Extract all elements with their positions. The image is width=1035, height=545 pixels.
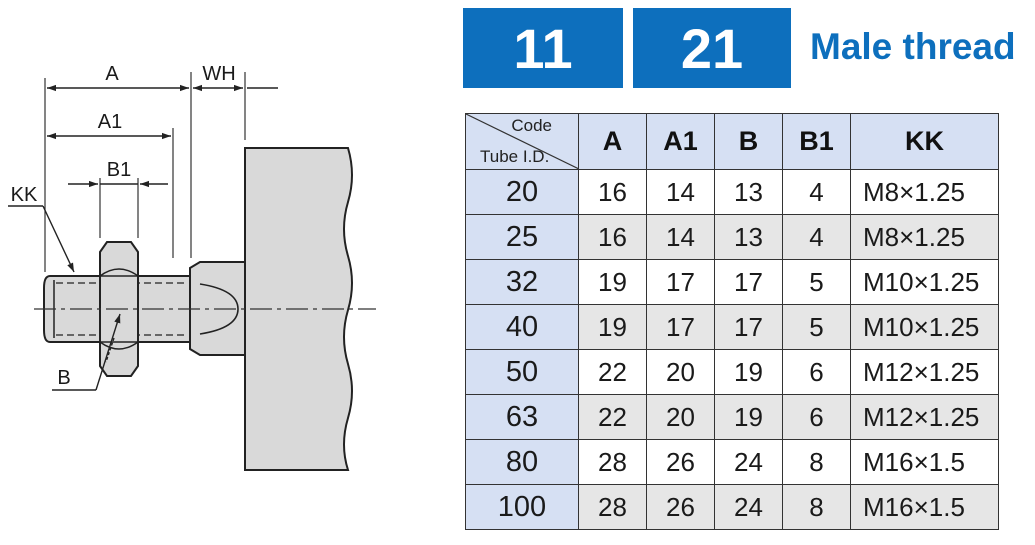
cell-KK: M10×1.25 [850, 304, 999, 350]
cell-B1: 8 [782, 484, 851, 530]
label-A1: A1 [98, 111, 122, 133]
cell-B1: 5 [782, 304, 851, 350]
cell-KK: M12×1.25 [850, 349, 999, 395]
table-row: 100 28 26 24 8 M16×1.5 [465, 484, 999, 530]
cell-B: 13 [714, 214, 783, 260]
cell-A: 22 [578, 349, 647, 395]
cell-A: 16 [578, 214, 647, 260]
label-KK: KK [11, 184, 38, 206]
cell-B1: 6 [782, 349, 851, 395]
cell-tube-id: 20 [465, 169, 579, 215]
col-header-B1: B1 [782, 113, 851, 170]
col-header-KK: KK [850, 113, 999, 170]
cell-tube-id: 80 [465, 439, 579, 485]
corner-label-tube-id: Tube I.D. [480, 147, 550, 166]
col-header-B: B [714, 113, 783, 170]
cell-B: 13 [714, 169, 783, 215]
table-row: 50 22 20 19 6 M12×1.25 [465, 349, 999, 395]
col-header-A: A [578, 113, 647, 170]
table-row: 80 28 26 24 8 M16×1.5 [465, 439, 999, 485]
col-header-A1: A1 [646, 113, 715, 170]
label-A: A [105, 63, 119, 85]
table-row: 63 22 20 19 6 M12×1.25 [465, 394, 999, 440]
cell-tube-id: 40 [465, 304, 579, 350]
cell-A1: 20 [646, 394, 715, 440]
cell-tube-id: 100 [465, 484, 579, 530]
cell-A1: 20 [646, 349, 715, 395]
cell-A1: 26 [646, 484, 715, 530]
cell-B: 24 [714, 484, 783, 530]
corner-label-code: Code [511, 116, 552, 135]
cell-KK: M8×1.25 [850, 214, 999, 260]
cell-tube-id: 63 [465, 394, 579, 440]
cell-A: 16 [578, 169, 647, 215]
cell-A1: 14 [646, 169, 715, 215]
corner-header-cell: Code Tube I.D. [465, 113, 579, 170]
label-B: B [57, 367, 70, 389]
dimension-table: Code Tube I.D. A A1 B B1 KK 20 16 14 13 … [465, 113, 999, 530]
cell-A: 19 [578, 304, 647, 350]
cell-A: 28 [578, 439, 647, 485]
cell-B: 19 [714, 349, 783, 395]
title-male-thread: Male thread [810, 26, 1016, 67]
cell-B: 19 [714, 394, 783, 440]
cell-KK: M16×1.5 [850, 484, 999, 530]
cell-B: 17 [714, 259, 783, 305]
cell-B1: 6 [782, 394, 851, 440]
table-header-row: Code Tube I.D. A A1 B B1 KK [465, 113, 999, 170]
code-box-11: 11 [463, 8, 623, 88]
cell-A1: 17 [646, 304, 715, 350]
table-row: 20 16 14 13 4 M8×1.25 [465, 169, 999, 215]
cell-A1: 26 [646, 439, 715, 485]
cell-A1: 17 [646, 259, 715, 305]
cell-KK: M8×1.25 [850, 169, 999, 215]
cell-B: 17 [714, 304, 783, 350]
table-row: 25 16 14 13 4 M8×1.25 [465, 214, 999, 260]
table-row: 40 19 17 17 5 M10×1.25 [465, 304, 999, 350]
cell-B: 24 [714, 439, 783, 485]
cell-B1: 4 [782, 214, 851, 260]
cell-B1: 8 [782, 439, 851, 485]
table-row: 32 19 17 17 5 M10×1.25 [465, 259, 999, 305]
cell-tube-id: 25 [465, 214, 579, 260]
code-box-21: 21 [633, 8, 791, 88]
label-B1: B1 [107, 159, 131, 181]
cell-KK: M10×1.25 [850, 259, 999, 305]
cell-KK: M12×1.25 [850, 394, 999, 440]
cell-KK: M16×1.5 [850, 439, 999, 485]
cell-B1: 4 [782, 169, 851, 215]
corner-diagonal [466, 114, 579, 169]
label-WH: WH [202, 63, 235, 85]
rod-end-drawing: A WH A1 B1 KK B [8, 63, 376, 471]
cell-A: 28 [578, 484, 647, 530]
cell-tube-id: 50 [465, 349, 579, 395]
cell-A: 22 [578, 394, 647, 440]
cell-B1: 5 [782, 259, 851, 305]
cell-A1: 14 [646, 214, 715, 260]
cell-A: 19 [578, 259, 647, 305]
cell-tube-id: 32 [465, 259, 579, 305]
